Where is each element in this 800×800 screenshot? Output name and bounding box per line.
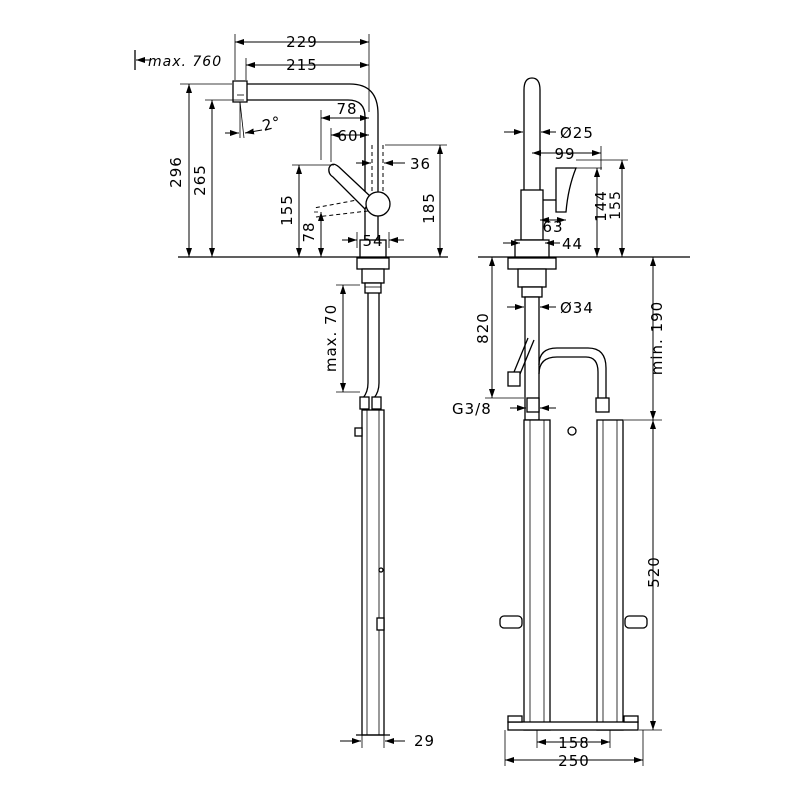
box-bracket bbox=[376, 617, 385, 631]
dimension-78-top: 78 bbox=[336, 100, 357, 118]
wall-bracket-left bbox=[499, 615, 523, 629]
side-view: 229 215 max. 760 2° 78 60 36 296 265 155 bbox=[134, 33, 448, 750]
dimension-520: 520 bbox=[645, 556, 663, 588]
mounting-flange bbox=[507, 257, 557, 270]
handle-hub bbox=[365, 191, 391, 217]
foot-right bbox=[623, 715, 639, 723]
box-hole bbox=[567, 426, 577, 436]
outlet-hose bbox=[538, 356, 599, 398]
dimension-296: 296 bbox=[167, 156, 185, 188]
dimension-185: 185 bbox=[420, 192, 438, 224]
dimension-min-190: min. 190 bbox=[648, 301, 666, 375]
base-collar bbox=[514, 239, 550, 258]
dimension-99: 99 bbox=[554, 145, 575, 163]
supply-hose bbox=[373, 382, 380, 399]
wall-bracket-right bbox=[624, 615, 648, 629]
hose-connector bbox=[371, 396, 382, 410]
dimension-60: 60 bbox=[337, 127, 358, 145]
dimension-158: 158 bbox=[558, 734, 590, 752]
supply-hose-left bbox=[519, 339, 535, 375]
box-clip bbox=[378, 567, 384, 573]
handle-body bbox=[520, 189, 544, 241]
dimension-265: 265 bbox=[191, 164, 209, 196]
hose-connector bbox=[595, 397, 610, 413]
bottom-plate bbox=[507, 721, 639, 731]
spout-outer-outline bbox=[245, 83, 379, 240]
mounting-nut bbox=[361, 268, 385, 284]
dimension-155-side: 155 bbox=[278, 194, 296, 226]
dimension-36: 36 bbox=[410, 155, 431, 173]
foot-left bbox=[507, 715, 523, 723]
dimension-dia25: Ø25 bbox=[560, 124, 594, 142]
supply-hose bbox=[362, 382, 369, 399]
dimension-144: 144 bbox=[592, 190, 610, 222]
dimension-820: 820 bbox=[474, 312, 492, 344]
base-collar bbox=[359, 239, 387, 258]
hose-connector bbox=[526, 397, 540, 413]
outlet-hose bbox=[538, 347, 607, 398]
dimension-max-70: max. 70 bbox=[322, 304, 340, 372]
dimension-250: 250 bbox=[558, 752, 590, 770]
angle-reference-line bbox=[239, 101, 245, 139]
dimension-78-low: 78 bbox=[300, 221, 318, 242]
dimension-215: 215 bbox=[286, 56, 318, 74]
dimension-dia34: Ø34 bbox=[560, 299, 594, 317]
pull-out-box-left bbox=[523, 419, 551, 731]
pull-out-box-right bbox=[596, 419, 624, 731]
front-view: Ø25 99 144 155 63 44 820 Ø34 min. 190 G3… bbox=[452, 77, 690, 770]
hose-connector bbox=[359, 396, 370, 410]
dimension-44: 44 bbox=[562, 235, 583, 253]
dimension-63: 63 bbox=[542, 218, 563, 236]
handle-alt-position-line bbox=[315, 210, 369, 218]
supply-hose-left bbox=[513, 337, 529, 373]
dimension-229: 229 bbox=[286, 33, 318, 51]
dimension-54: 54 bbox=[362, 232, 383, 250]
mounting-nut bbox=[517, 268, 547, 288]
dimension-29: 29 bbox=[414, 732, 435, 750]
dimension-155-front: 155 bbox=[608, 190, 624, 220]
thread-shank bbox=[364, 282, 382, 294]
box-pin bbox=[354, 427, 363, 437]
dimension-angle-2deg: 2° bbox=[260, 113, 283, 135]
mounting-flange bbox=[356, 257, 390, 270]
thread-shank bbox=[521, 286, 543, 298]
hose-connector bbox=[507, 371, 521, 387]
spray-head bbox=[232, 80, 248, 103]
handle-lever-front bbox=[555, 167, 577, 213]
dimension-max-760: max. 760 bbox=[148, 54, 222, 70]
thread-g38: G3/8 bbox=[452, 400, 492, 418]
handle-lever bbox=[328, 163, 372, 211]
angle-arc-arrow bbox=[244, 128, 263, 135]
